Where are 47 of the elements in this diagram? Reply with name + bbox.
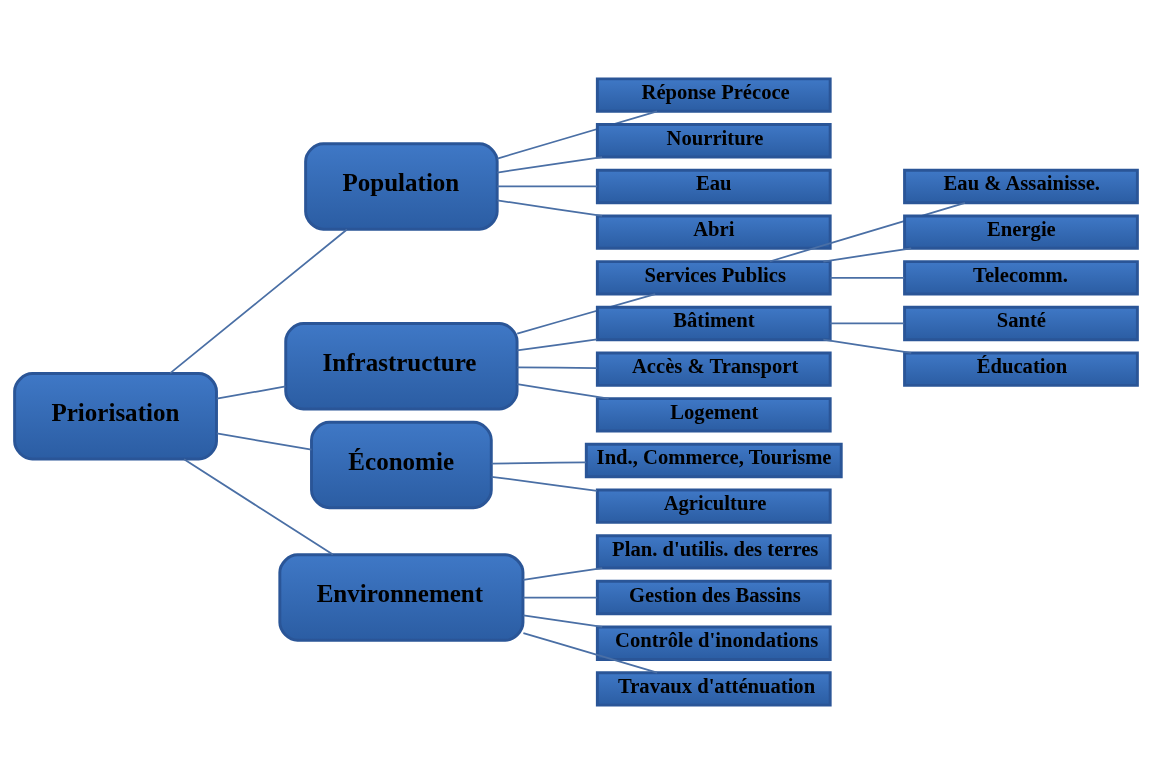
connector	[490, 475, 598, 492]
connector	[768, 201, 966, 263]
node-box: Agriculture	[595, 488, 832, 524]
connector	[522, 632, 658, 674]
connector	[516, 293, 657, 335]
connector	[522, 614, 604, 628]
node-box: Logement	[595, 397, 832, 433]
node-box: Services Publics	[595, 260, 832, 296]
node-box: Réponse Précoce	[595, 77, 832, 113]
connector	[822, 338, 913, 354]
node-box: Priorisation	[13, 372, 218, 461]
connector	[829, 276, 906, 279]
connector	[522, 596, 599, 599]
node-box: Ind., Commerce, Tourisme	[584, 442, 843, 479]
node-box: Accès & Transport	[595, 351, 832, 387]
connector	[822, 247, 913, 263]
connector	[829, 322, 906, 325]
node-box: Nourriture	[595, 123, 832, 159]
connector	[516, 338, 598, 352]
connector	[516, 383, 610, 400]
connector	[496, 156, 603, 174]
node-box: Santé	[903, 305, 1139, 342]
node-box: Telecomm.	[903, 260, 1139, 296]
node-box: Eau	[595, 168, 832, 205]
node-box: Abri	[595, 214, 832, 250]
connector	[490, 461, 588, 465]
connector	[215, 385, 287, 400]
node-box: Population	[304, 142, 499, 231]
connector	[496, 199, 603, 217]
connector	[516, 366, 598, 369]
node-box: Contrôle d'inondations	[595, 625, 832, 661]
node-box: Energie	[903, 214, 1139, 250]
node-box: Plan. d'utilis. des terres	[595, 534, 832, 570]
node-box: Éducation	[903, 351, 1139, 387]
node-box: Environnement	[278, 553, 525, 642]
connector	[183, 458, 334, 556]
node-box: Travaux d'atténuation	[595, 671, 832, 707]
node-box: Infrastructure	[284, 322, 519, 411]
node-box: Gestion des Bassins	[595, 579, 832, 616]
node-box: Eau & Assainisse.	[903, 168, 1139, 205]
connector	[496, 185, 598, 188]
connector	[215, 432, 313, 451]
node-box: Économie	[310, 420, 493, 510]
connector	[496, 110, 658, 160]
connector	[522, 567, 604, 581]
connector	[169, 228, 348, 374]
node-box: Bâtiment	[595, 305, 832, 342]
